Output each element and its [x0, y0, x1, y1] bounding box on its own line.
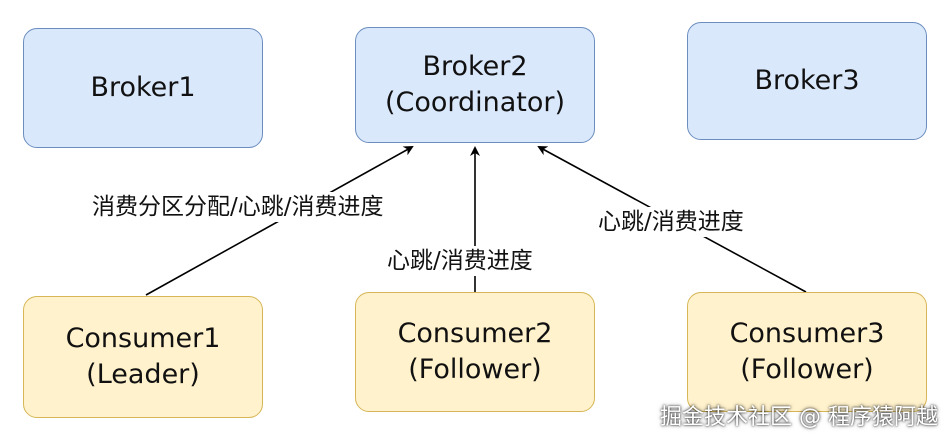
consumer2-role: (Follower) — [408, 354, 542, 385]
broker1-label: Broker1 — [90, 72, 196, 103]
edge-label-consumer2: 心跳/消费进度 — [385, 246, 535, 276]
consumer1-role: (Leader) — [86, 359, 200, 390]
edge-label-consumer1: 消费分区分配/心跳/消费进度 — [90, 192, 386, 222]
consumer1-node: Consumer1 (Leader) — [23, 296, 263, 418]
broker2-label: Broker2 — [422, 51, 528, 82]
broker3-node: Broker3 — [687, 22, 927, 140]
consumer1-label: Consumer1 — [65, 323, 221, 354]
consumer2-node: Consumer2 (Follower) — [355, 292, 595, 412]
consumer2-label: Consumer2 — [397, 318, 553, 349]
consumer3-role: (Follower) — [740, 354, 874, 385]
broker2-node: Broker2 (Coordinator) — [355, 27, 595, 143]
consumer3-node: Consumer3 (Follower) — [687, 292, 927, 412]
broker3-label: Broker3 — [754, 65, 860, 96]
watermark-text: 掘金技术社区 @ 程序猿阿越 — [660, 405, 938, 430]
broker1-node: Broker1 — [23, 28, 263, 148]
broker2-role: (Coordinator) — [384, 87, 566, 118]
edge-label-consumer3: 心跳/消费进度 — [596, 207, 746, 237]
consumer3-label: Consumer3 — [729, 318, 885, 349]
